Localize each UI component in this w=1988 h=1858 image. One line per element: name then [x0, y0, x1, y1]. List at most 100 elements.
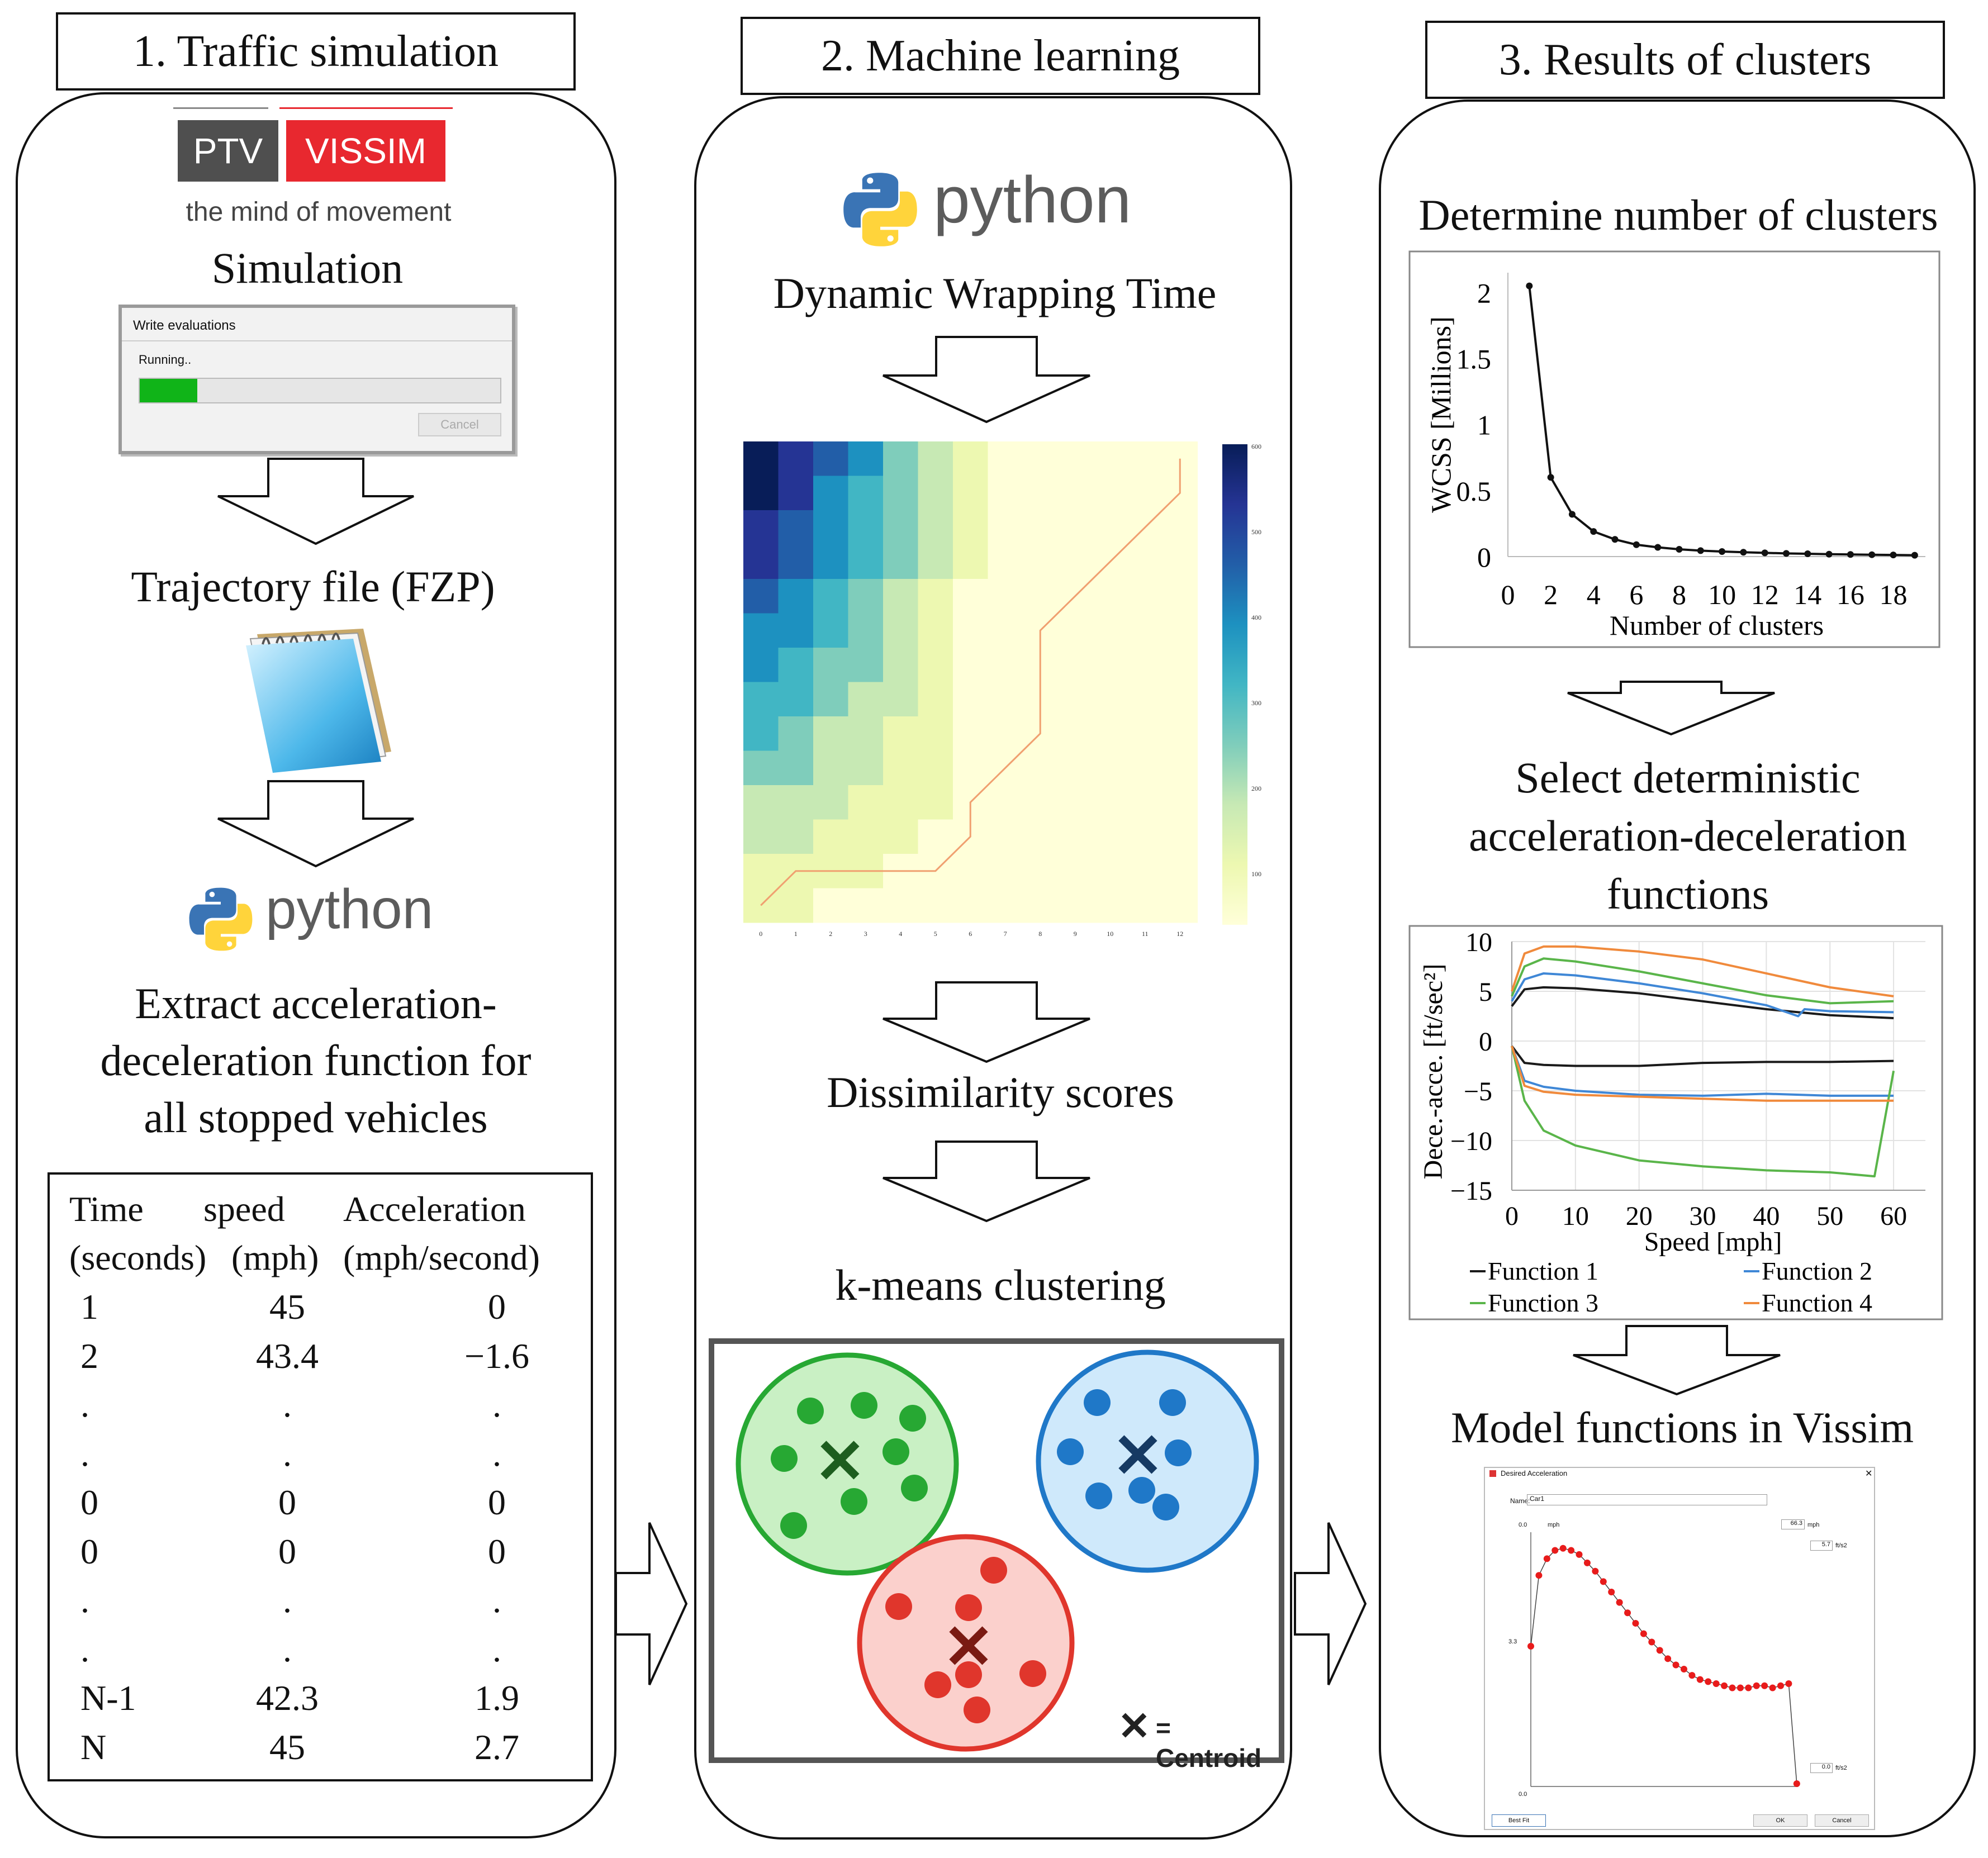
- ok-button[interactable]: OK: [1753, 1814, 1807, 1827]
- header-traffic-simulation: 1. Traffic simulation: [56, 12, 576, 91]
- curve-point[interactable]: [1785, 1680, 1792, 1688]
- heatmap-cell: [918, 648, 953, 682]
- curve-point[interactable]: [1576, 1551, 1583, 1558]
- curve-point[interactable]: [1729, 1684, 1736, 1691]
- table-cell: 1.9: [475, 1678, 519, 1718]
- curve-point[interactable]: [1761, 1682, 1768, 1689]
- heatmap-cell: [953, 648, 988, 682]
- elbow-point: [1590, 528, 1597, 535]
- curve-point[interactable]: [1769, 1684, 1776, 1691]
- heatmap-cell: [1127, 888, 1163, 923]
- curve-point[interactable]: [1632, 1619, 1639, 1627]
- elbow-point: [1719, 548, 1726, 555]
- legend-label: Function 1: [1488, 1257, 1598, 1285]
- heatmap-cell: [813, 613, 848, 648]
- curve-point[interactable]: [1535, 1572, 1543, 1579]
- heatmap-cell: [1163, 750, 1198, 786]
- table-header-acceleration: Acceleration: [343, 1189, 526, 1229]
- curve-point[interactable]: [1712, 1680, 1720, 1688]
- heatmap-cell: [1093, 579, 1128, 614]
- centroid-legend-icon: ✕: [1118, 1705, 1151, 1748]
- heatmap-cell: [883, 648, 918, 682]
- heatmap-cell: [1023, 750, 1058, 786]
- heatmap-cell: [1163, 819, 1198, 854]
- curve-point[interactable]: [1559, 1545, 1567, 1552]
- curve-point[interactable]: [1568, 1547, 1575, 1554]
- dialog-cancel-button[interactable]: Cancel: [418, 413, 501, 436]
- ptv-logo-right: VISSIM: [286, 120, 445, 182]
- model-label: Model functions in Vissim: [1450, 1403, 1914, 1452]
- name-input[interactable]: Car1: [1527, 1494, 1767, 1505]
- table-cell: 0: [488, 1532, 506, 1571]
- curve-point[interactable]: [1777, 1682, 1784, 1689]
- functions-series-line: [1511, 945, 1894, 997]
- heatmap-cell: [1127, 716, 1163, 751]
- elbow-x-tick: 2: [1544, 579, 1558, 610]
- curve-point[interactable]: [1543, 1555, 1550, 1562]
- heatmap-cell: [743, 716, 779, 751]
- curve-point[interactable]: [1688, 1672, 1696, 1679]
- heatmap-cell: [883, 716, 918, 751]
- heatmap-x-tick: 6: [969, 930, 972, 938]
- header-results-of-clusters: 3. Results of clusters: [1425, 21, 1945, 99]
- curve-point[interactable]: [1600, 1578, 1607, 1585]
- curve-point[interactable]: [1648, 1638, 1655, 1646]
- curve-point[interactable]: [1721, 1682, 1728, 1689]
- heatmap-cell: [1057, 476, 1093, 511]
- cancel-button[interactable]: Cancel: [1815, 1814, 1869, 1827]
- header-label: 3. Results of clusters: [1498, 35, 1872, 84]
- curve-point[interactable]: [1527, 1642, 1534, 1650]
- elbow-x-label: Number of clusters: [1610, 610, 1824, 641]
- notepad-icon: [246, 629, 391, 773]
- close-icon[interactable]: ✕: [1865, 1469, 1873, 1479]
- curve-point[interactable]: [1608, 1589, 1615, 1596]
- curve-point[interactable]: [1624, 1609, 1631, 1617]
- heatmap-x-tick: 3: [864, 930, 867, 938]
- heatmap-cell: [813, 544, 848, 579]
- curve-point[interactable]: [1552, 1547, 1559, 1554]
- curve-point[interactable]: [1656, 1647, 1663, 1654]
- table-cell: 45: [269, 1287, 305, 1327]
- heatmap-cell: [778, 441, 814, 476]
- y-top-input[interactable]: 5.7: [1810, 1541, 1833, 1551]
- best-fit-button[interactable]: Best Fit: [1492, 1814, 1546, 1827]
- curve-point[interactable]: [1664, 1655, 1672, 1662]
- heatmap-cell: [1093, 750, 1128, 786]
- heatmap-cell: [813, 716, 848, 751]
- x-max-input[interactable]: 66.3: [1781, 1519, 1805, 1529]
- arrow-down-3: [882, 336, 1090, 424]
- heatmap-cell: [848, 441, 884, 476]
- heatmap-cell: [778, 476, 814, 511]
- elbow-point: [1676, 546, 1683, 553]
- desired-acceleration-curve[interactable]: [1485, 1468, 1876, 1831]
- curve-point[interactable]: [1753, 1682, 1760, 1689]
- table-cell: 45: [269, 1727, 305, 1767]
- curve-point[interactable]: [1583, 1559, 1591, 1566]
- functions-series-line: [1511, 972, 1894, 1018]
- warping-path: [760, 458, 1181, 906]
- heatmap-cell: [1127, 441, 1163, 476]
- curve-point[interactable]: [1736, 1684, 1744, 1691]
- extract-line: all stopped vehicles: [144, 1093, 488, 1142]
- curve-point[interactable]: [1793, 1780, 1800, 1787]
- centroid-blue-icon: ✕: [1112, 1422, 1164, 1490]
- elbow-y-tick: 0.5: [1456, 476, 1492, 507]
- heatmap-cell: [953, 579, 988, 614]
- heatmap-cell: [743, 476, 779, 511]
- curve-point[interactable]: [1640, 1630, 1647, 1637]
- kmeans-label: k-means clustering: [835, 1261, 1166, 1309]
- curve-point[interactable]: [1705, 1678, 1712, 1685]
- curve-point[interactable]: [1680, 1665, 1687, 1672]
- python-wordmark: python: [933, 163, 1132, 237]
- heatmap-cell: [778, 648, 814, 682]
- curve-point[interactable]: [1672, 1661, 1679, 1669]
- curve-point[interactable]: [1745, 1684, 1752, 1691]
- curve-point[interactable]: [1616, 1599, 1623, 1606]
- curve-point[interactable]: [1592, 1567, 1599, 1575]
- functions-y-tick: 5: [1479, 977, 1492, 1007]
- curve-point[interactable]: [1696, 1676, 1704, 1683]
- functions-x-tick: 10: [1562, 1201, 1589, 1231]
- y-bottom-input[interactable]: 0.0: [1810, 1763, 1833, 1773]
- table-cell: .: [283, 1434, 292, 1474]
- heatmap-cell: [883, 510, 918, 545]
